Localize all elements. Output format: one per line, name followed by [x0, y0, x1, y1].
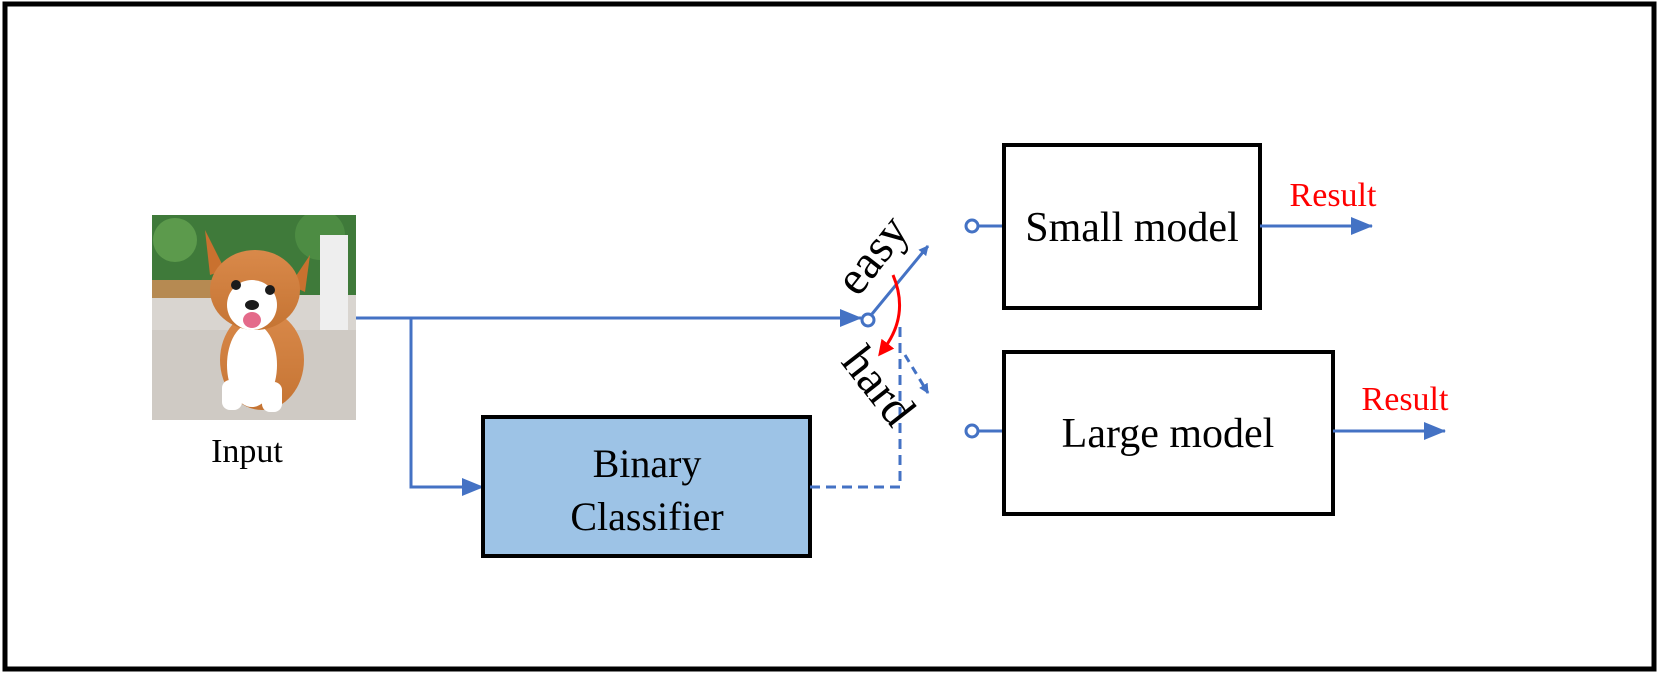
large-model-box: [1002, 350, 1335, 516]
input-label: Input: [211, 433, 283, 470]
large-model-terminal: [964, 423, 980, 439]
input-to-classifier-line: [409, 318, 484, 496]
small-model-terminal: [964, 218, 980, 234]
large-model-result-label: Result: [1362, 381, 1449, 418]
input-image: [152, 215, 356, 420]
easy-branch-arrow: [870, 245, 930, 315]
small-model-box: [1002, 143, 1262, 310]
switch-toggle-arrow: [878, 274, 902, 357]
hard-label: hard: [831, 336, 925, 436]
binary-classifier-line2: Classifier: [570, 494, 723, 539]
small-model-label: Small model: [1025, 205, 1239, 251]
hard-branch-arrow: [903, 354, 930, 394]
small-model-result-label: Result: [1290, 177, 1377, 214]
switch-pivot: [860, 312, 876, 328]
easy-label: easy: [825, 205, 919, 305]
large-model-label: Large model: [1062, 411, 1275, 457]
binary-classifier-line1: Binary: [593, 441, 702, 486]
classifier-control-line: [810, 325, 902, 489]
